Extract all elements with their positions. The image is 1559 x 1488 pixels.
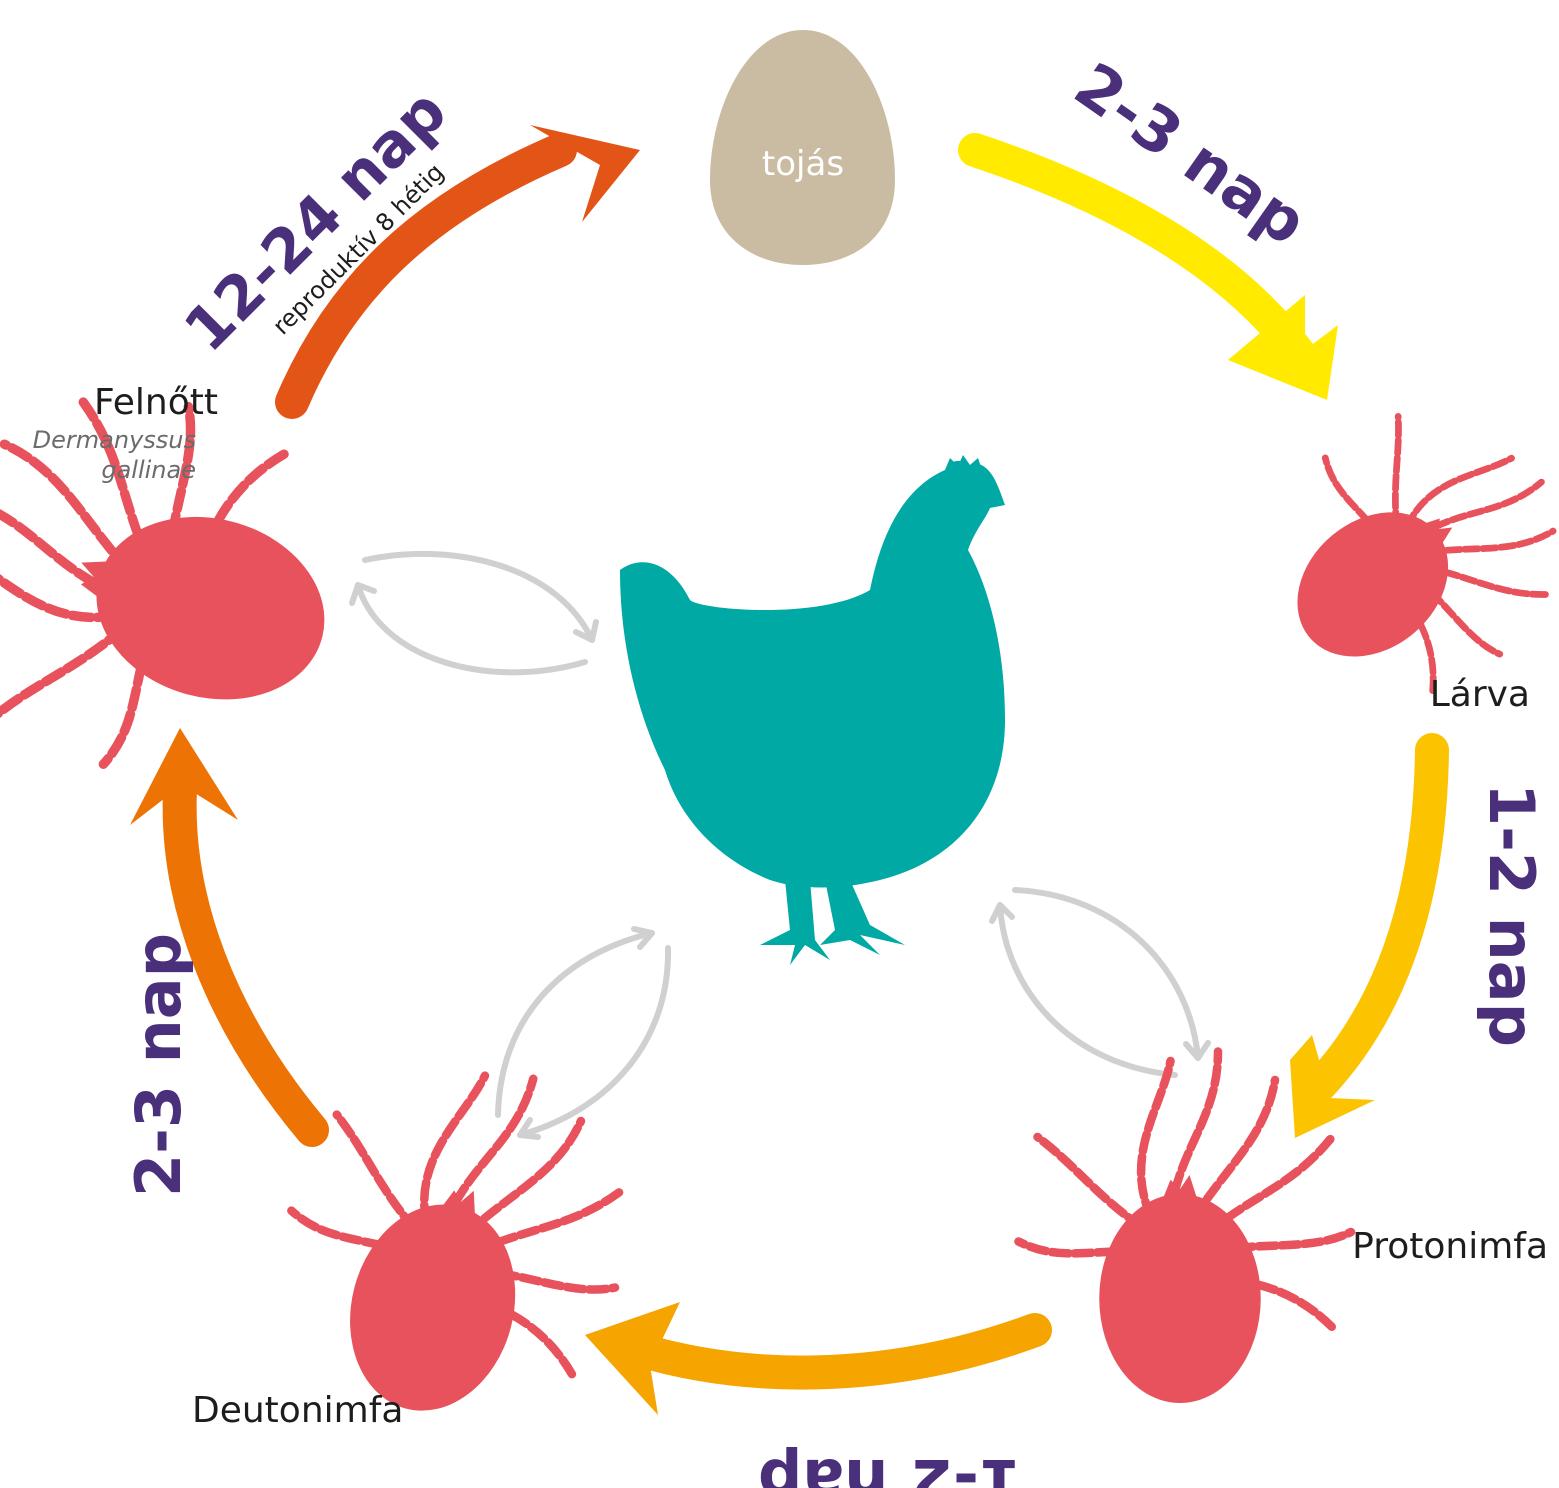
egg-label: tojás bbox=[762, 144, 844, 184]
mite-icon bbox=[250, 1027, 662, 1453]
duration-protonymph-to-deutonymph-group: 1-2 nap bbox=[758, 1445, 1022, 1488]
stage-label-deutonymph: Deutonimfa bbox=[192, 1390, 403, 1431]
adult-latin-line2: gallinae bbox=[101, 456, 196, 484]
duration-deutonymph-to-adult-group: 2-3 nap bbox=[122, 933, 195, 1197]
duration-deutonymph-to-adult: 2-3 nap bbox=[122, 933, 195, 1197]
adult-latin-line1: Dermanyssus bbox=[33, 426, 196, 454]
host-link-protonymph bbox=[992, 890, 1208, 1075]
duration-protonymph-to-deutonymph: 1-2 nap bbox=[758, 1445, 1022, 1488]
hen-icon bbox=[620, 455, 1005, 965]
duration-egg-to-larva: 2-3 nap bbox=[1062, 48, 1320, 259]
arrow-protonymph-to-deutonymph bbox=[585, 1302, 1035, 1415]
host-link-adult bbox=[352, 554, 596, 672]
arrow-larva-to-protonymph bbox=[1290, 750, 1432, 1138]
duration-egg-to-larva-group: 2-3 nap bbox=[1062, 48, 1320, 259]
duration-larva-to-protonymph: 1-2 nap bbox=[1475, 783, 1548, 1047]
stage-label-adult: Felnőtt bbox=[94, 382, 218, 423]
stage-label-protonymph: Protonimfa bbox=[1352, 1226, 1548, 1267]
stage-label-larva: Lárva bbox=[1430, 674, 1530, 715]
egg-icon: tojás bbox=[710, 30, 895, 265]
duration-larva-to-protonymph-group: 1-2 nap bbox=[1475, 783, 1548, 1047]
